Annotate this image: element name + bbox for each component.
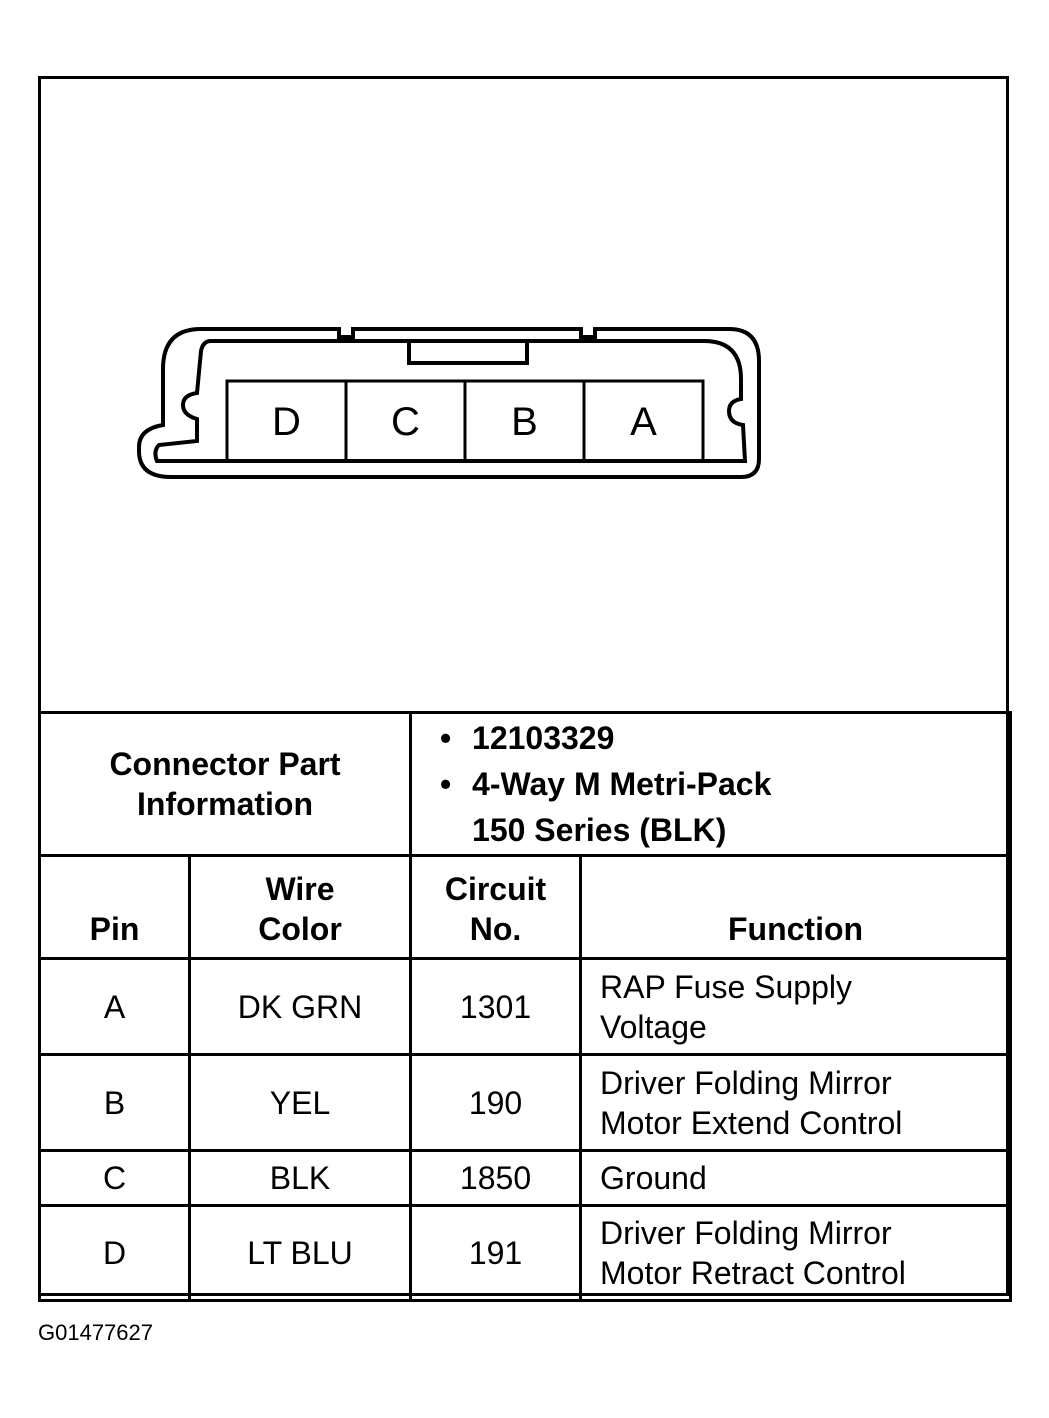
header-wire-color-line2: Color <box>258 911 342 947</box>
wire-color-cell: LT BLU <box>187 1204 413 1302</box>
function-cell: Ground <box>579 1149 1013 1207</box>
function-line2: Motor Retract Control <box>600 1255 906 1291</box>
circuit-cell: 1301 <box>409 957 583 1056</box>
pin-label-a: A <box>630 400 657 444</box>
part-info-values: • 12103329 • 4-Way M Metri-Pack 150 Seri… <box>409 711 1013 857</box>
table-row: D LT BLU 191 Driver Folding Mirror Motor… <box>38 1204 1013 1302</box>
table-row: A DK GRN 1301 RAP Fuse Supply Voltage <box>38 957 1013 1056</box>
function-cell: RAP Fuse Supply Voltage <box>579 957 1013 1056</box>
table-row: B YEL 190 Driver Folding Mirror Motor Ex… <box>38 1053 1013 1152</box>
header-circuit-line2: No. <box>469 911 522 947</box>
connector-info-table: Connector Part Information • 12103329 • … <box>37 711 1013 1302</box>
part-info-label: Connector Part Information <box>37 711 413 857</box>
figure-id: G01477627 <box>38 1320 153 1345</box>
pin-label-d: D <box>272 400 301 444</box>
header-pin: Pin <box>38 854 191 960</box>
pin-cell: B <box>38 1053 191 1152</box>
circuit-cell: 190 <box>409 1053 583 1152</box>
connector-inner-outline <box>153 339 748 463</box>
function-line2: Voltage <box>600 1008 707 1045</box>
pin-label-b: B <box>511 400 538 444</box>
function-cell: Driver Folding Mirror Motor Extend Contr… <box>579 1053 1013 1152</box>
header-circuit: Circuit No. <box>409 854 583 960</box>
part-description-line1: 4-Way M Metri-Pack <box>472 766 772 802</box>
pin-cell: C <box>38 1149 191 1207</box>
function-line1: Driver Folding Mirror <box>600 1215 892 1251</box>
bullet: • <box>440 720 452 756</box>
pin-cell: A <box>38 957 191 1056</box>
part-description-line2: 150 Series (BLK) <box>472 812 727 848</box>
bullet: • <box>440 766 452 802</box>
function-line1: Driver Folding Mirror <box>600 1064 892 1101</box>
table-header-row: Pin Wire Color Circuit No. Function <box>38 854 1013 960</box>
circuit-cell: 191 <box>409 1204 583 1302</box>
header-wire-color-line1: Wire <box>265 871 335 907</box>
function-line2: Motor Extend Control <box>600 1104 903 1141</box>
part-number: 12103329 <box>472 720 615 756</box>
function-line1: RAP Fuse Supply <box>600 968 852 1005</box>
pin-cell: D <box>38 1204 191 1302</box>
part-info-label-line2: Information <box>137 786 313 822</box>
wire-color-cell: DK GRN <box>187 957 413 1056</box>
function-line1: Ground <box>600 1160 707 1196</box>
pin-cavity-a <box>582 379 705 463</box>
pin-label-c: C <box>391 400 420 444</box>
part-info-label-line1: Connector Part <box>109 746 341 782</box>
table-row: C BLK 1850 Ground <box>38 1149 1013 1207</box>
wire-color-cell: BLK <box>187 1149 413 1207</box>
circuit-cell: 1850 <box>409 1149 583 1207</box>
header-function: Function <box>579 854 1013 960</box>
part-info-row: Connector Part Information • 12103329 • … <box>37 711 1013 857</box>
header-circuit-line1: Circuit <box>444 871 547 907</box>
header-wire-color: Wire Color <box>187 854 413 960</box>
connector-latch <box>407 339 529 365</box>
function-cell: Driver Folding Mirror Motor Retract Cont… <box>579 1204 1013 1302</box>
connector-housing-outline <box>137 327 761 479</box>
wire-color-cell: YEL <box>187 1053 413 1152</box>
